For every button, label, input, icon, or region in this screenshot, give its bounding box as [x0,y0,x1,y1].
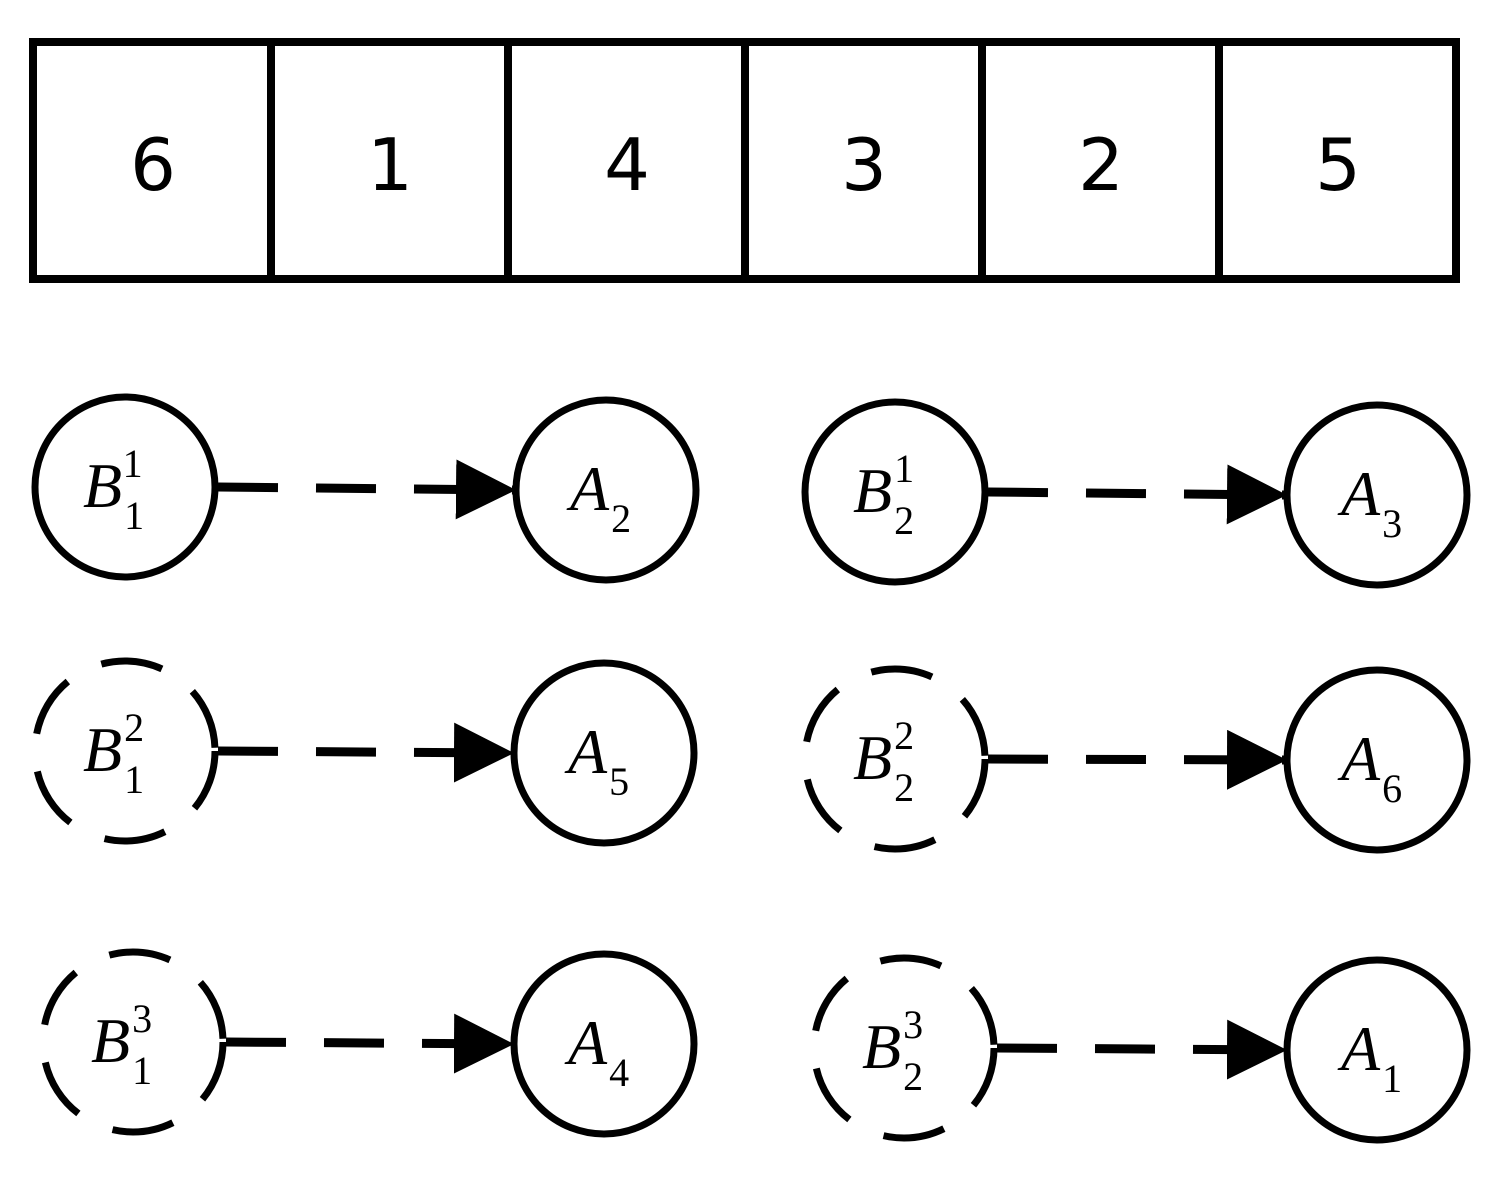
node-label-subscript: 1 [124,757,144,802]
node-label-letter: A [564,716,608,787]
node-label: B1 2 [83,705,144,802]
mapping-b1-1: B1 1 A2 [31,393,700,584]
sequence-cell: 3 [841,123,887,207]
sequence-cell: 2 [1078,123,1124,207]
mapping-arrow [217,722,515,783]
sequence-array: 6 1 4 3 2 5 [29,38,1460,283]
node-label-subscript: 2 [894,765,914,810]
node-label-letter: A [1337,1013,1381,1084]
node-label-letter: A [564,1007,608,1078]
mapping-b2-1: B2 1 A3 [801,398,1471,589]
node-label-letter: B [83,450,122,521]
target-node-a1 [1283,956,1471,1144]
node-label-subscript: 1 [1382,1056,1402,1101]
node-label-letter: A [566,453,610,524]
node-label-letter: B [853,455,892,526]
mapping-b1-2: B1 2 A5 [31,657,698,847]
node-label-letter: B [853,722,892,793]
node-label: B1 1 [83,441,143,538]
node-label-letter: A [1337,458,1381,529]
node-label: B1 3 [91,996,152,1093]
sequence-cell: 5 [1315,123,1361,207]
mapping-arrow [996,1019,1288,1080]
target-node-a4 [510,950,698,1138]
node-label: B2 3 [862,1002,923,1099]
mapping-b2-3: B2 3 A1 [810,954,1471,1144]
node-label-subscript: 2 [903,1054,923,1099]
source-node-b2-2 [801,665,989,853]
node-label-superscript: 1 [123,441,143,486]
node-label-letter: B [862,1011,901,1082]
mapping-arrow [225,1013,515,1074]
node-label: A5 [564,716,629,804]
source-node-b1-2 [31,657,219,845]
node-label-letter: A [1337,723,1381,794]
node-label-subscript: 2 [894,498,914,543]
node-label-superscript: 1 [894,446,914,491]
node-label-letter: B [91,1005,130,1076]
node-label-letter: B [83,714,122,785]
source-node-b1-1 [31,393,219,581]
node-label: A3 [1337,458,1402,546]
node-label-superscript: 2 [894,713,914,758]
node-label-subscript: 4 [609,1050,629,1095]
source-node-b2-1 [801,398,989,586]
mapping-arrow [217,459,517,520]
node-label-superscript: 3 [132,996,152,1041]
node-label: A2 [566,453,631,541]
sequence-cell: 6 [130,123,176,207]
node-label-subscript: 6 [1382,766,1402,811]
node-label: B2 2 [853,713,914,810]
sequence-cell: 4 [604,123,650,207]
mapping-b2-2: B2 2 A6 [801,665,1471,854]
node-label: A1 [1337,1013,1402,1101]
node-label: B2 1 [853,446,914,543]
sequence-cell: 1 [367,123,413,207]
mapping-arrow [987,729,1288,790]
node-label-superscript: 2 [124,705,144,750]
source-node-b1-3 [39,948,227,1136]
node-label-subscript: 3 [1382,501,1402,546]
node-label: A4 [564,1007,629,1095]
mapping-b1-3: B1 3 A4 [39,948,698,1138]
mapping-arrow [987,464,1288,525]
node-label-subscript: 1 [124,493,143,538]
source-node-b2-3 [810,954,998,1142]
node-label-subscript: 1 [132,1048,152,1093]
node-label-subscript: 2 [611,496,631,541]
node-label-superscript: 3 [903,1002,923,1047]
node-label: A6 [1337,723,1402,811]
node-label-subscript: 5 [609,759,629,804]
